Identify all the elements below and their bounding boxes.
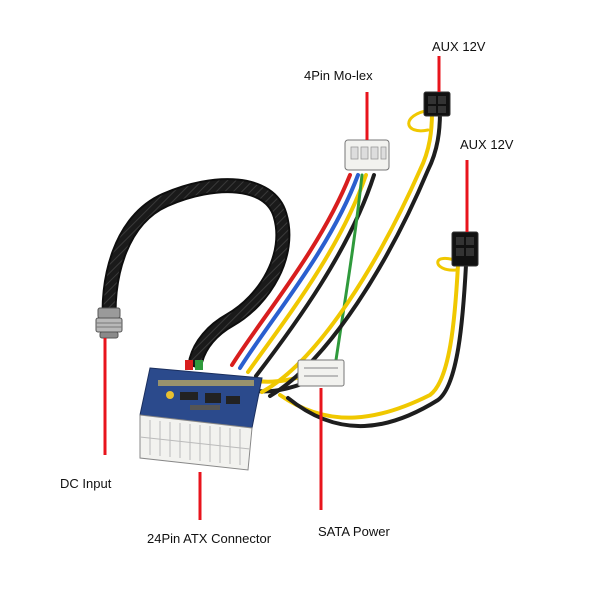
dc-barrel-jack: [95, 307, 123, 339]
atx-24pin-connector: [139, 414, 253, 471]
aux-12v-connector-right: [451, 231, 479, 267]
braided-dc-cable: [101, 178, 291, 368]
molex-connector: [344, 139, 390, 171]
label-aux-12v-right: AUX 12V: [460, 137, 514, 152]
label-aux-12v-top: AUX 12V: [432, 39, 486, 54]
sata-connector: [297, 359, 345, 387]
label-24pin-atx: 24Pin ATX Connector: [147, 531, 272, 546]
label-sata-power: SATA Power: [318, 524, 390, 539]
pcb-board: [139, 360, 263, 429]
leader-lines: [103, 56, 469, 520]
aux-12v-connector-top: [423, 91, 451, 117]
label-dc-input: DC Input: [60, 476, 112, 491]
label-molex: 4Pin Mo-lex: [304, 68, 373, 83]
